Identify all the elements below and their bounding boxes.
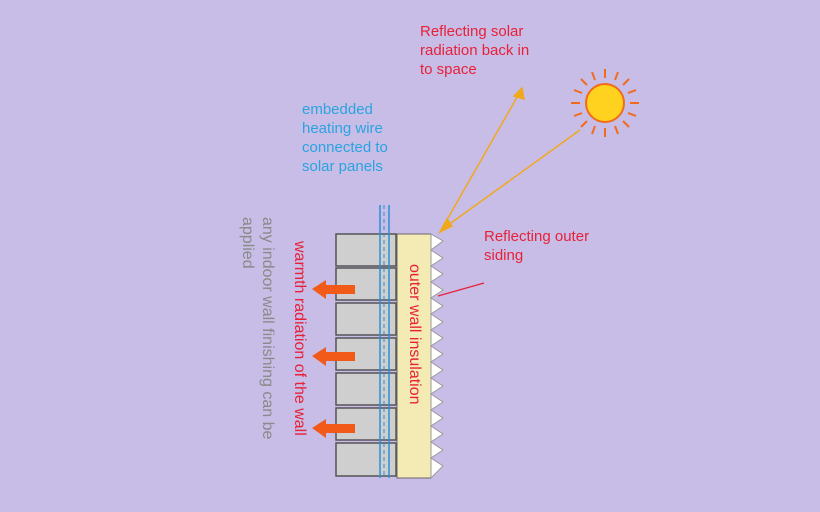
heating-wire-line-3: connected to bbox=[302, 139, 388, 156]
heating-wire-line-1: embedded bbox=[302, 101, 373, 118]
reflect-solar-label: Reflecting solar radiation back in to sp… bbox=[420, 22, 529, 79]
indoor-finish-line-1: any indoor wall finishing can be bbox=[259, 217, 276, 440]
warmth-radiation-label: warmth radiation of the wall bbox=[291, 241, 308, 436]
insulation-label: outer wall insulation bbox=[406, 264, 423, 405]
wall-block bbox=[335, 302, 397, 336]
reflect-solar-line-3: to space bbox=[420, 61, 477, 78]
outer-siding-line-1: Reflecting outer bbox=[484, 228, 590, 245]
outer-siding-line-2: siding bbox=[484, 247, 524, 264]
heat-arrows bbox=[312, 280, 355, 438]
wall-block bbox=[335, 442, 397, 477]
indoor-finish-line-2: applied bbox=[239, 217, 256, 269]
heating-wire-label: embedded heating wire connected to solar… bbox=[302, 100, 388, 176]
reflect-solar-line-1: Reflecting solar bbox=[420, 23, 524, 40]
arrow-left-icon bbox=[312, 280, 355, 299]
heating-wire-line-2: heating wire bbox=[302, 120, 383, 137]
arrow-left-icon bbox=[312, 419, 355, 438]
wall-block bbox=[335, 233, 397, 267]
insulation-strip bbox=[396, 233, 432, 479]
solar-ray-lines bbox=[438, 86, 581, 234]
wall-block bbox=[335, 372, 397, 406]
wall-block bbox=[335, 267, 397, 301]
reflecting-siding bbox=[430, 233, 444, 480]
sun-icon bbox=[571, 69, 639, 137]
siding-leader-line bbox=[437, 282, 485, 297]
heating-wire bbox=[379, 205, 390, 478]
reflect-solar-line-2: radiation back in bbox=[420, 42, 530, 59]
indoor-finish-label: any indoor wall finishing can be applied bbox=[237, 217, 277, 439]
heating-wire-line-4: solar panels bbox=[302, 158, 383, 175]
outer-siding-label: Reflecting outer siding bbox=[484, 227, 589, 265]
arrow-left-icon bbox=[312, 347, 355, 366]
